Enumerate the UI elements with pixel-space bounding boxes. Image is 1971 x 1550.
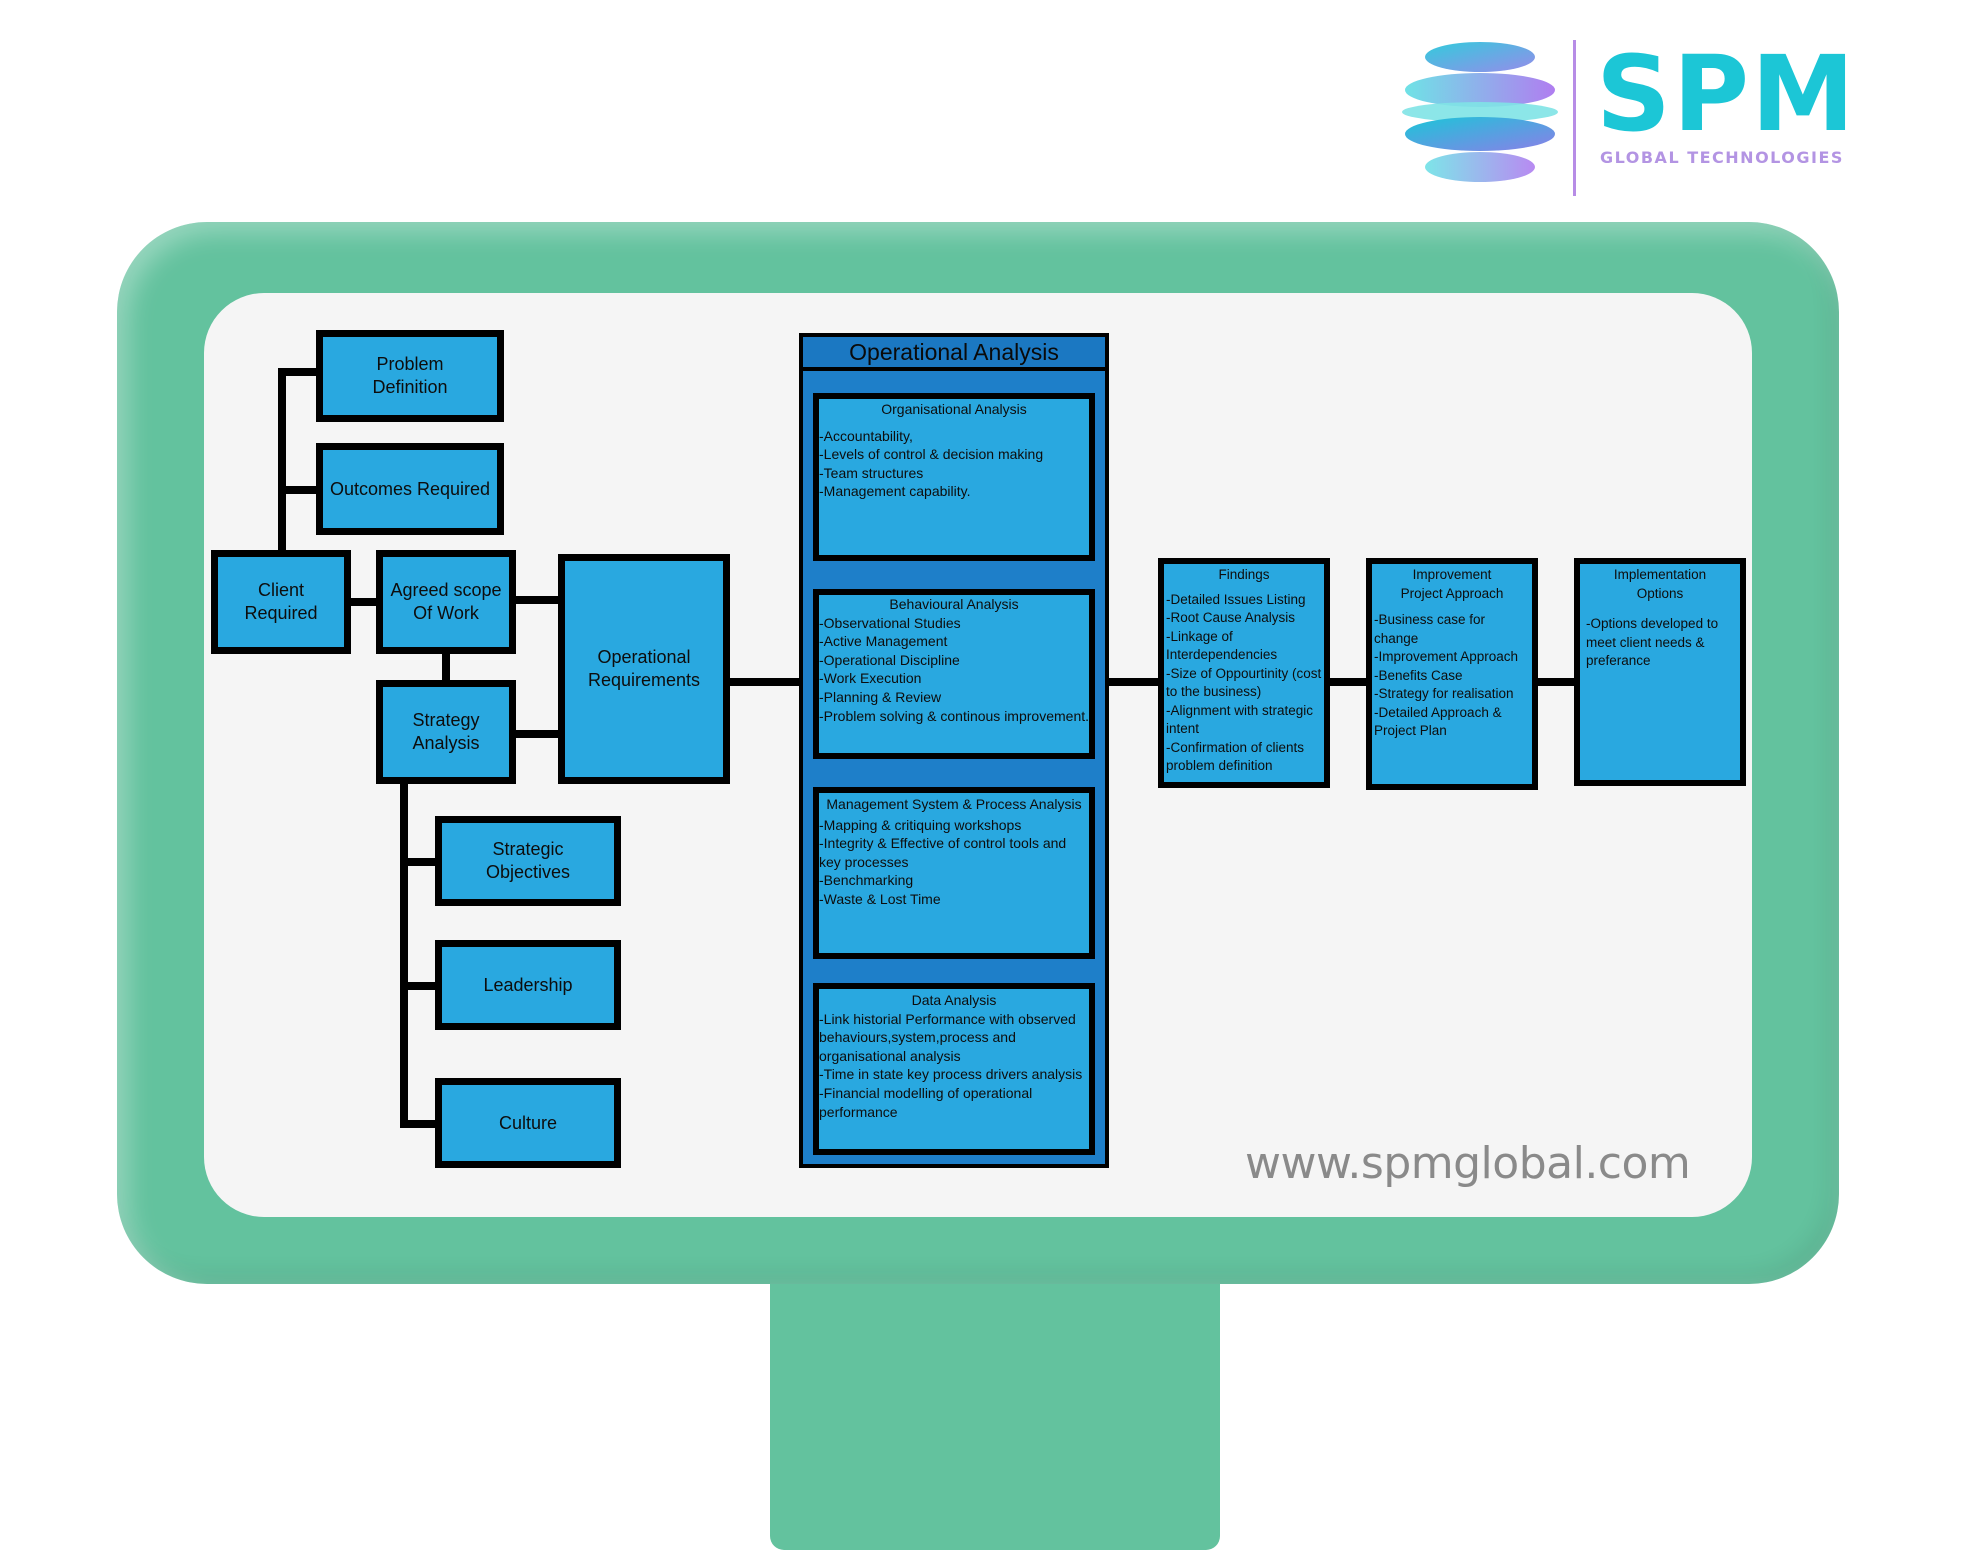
- problem-definition-box: Problem Definition: [316, 330, 504, 422]
- strategic-objectives-box: Strategic Objectives: [435, 816, 621, 906]
- panel-title: Behavioural Analysis: [819, 595, 1089, 614]
- panel-item: -Link historial Performance with observe…: [819, 1010, 1089, 1066]
- findings-title: Findings: [1166, 566, 1322, 585]
- improvement-item: -Business case for change: [1374, 611, 1530, 648]
- panel-title: Organisational Analysis: [819, 400, 1089, 419]
- data-analysis-panel: Data Analysis -Link historial Performanc…: [813, 983, 1095, 1155]
- website-url: www.spmglobal.com: [1245, 1138, 1690, 1189]
- panel-item: -Waste & Lost Time: [819, 890, 1089, 909]
- operational-analysis-container: Operational Analysis Organisational Anal…: [799, 333, 1109, 1168]
- findings-item: -Size of Oppourtinity (cost to the busin…: [1166, 665, 1322, 702]
- outcomes-required-label: Outcomes Required: [330, 478, 490, 501]
- operational-requirements-label: Operational Requirements: [588, 646, 700, 692]
- implementation-options-panel: Implementation Options -Options develope…: [1574, 558, 1746, 786]
- client-required-box: Client Required: [211, 550, 351, 654]
- management-system-process-panel: Management System & Process Analysis -Ma…: [813, 787, 1095, 959]
- strategy-analysis-box: Strategy Analysis: [376, 680, 516, 784]
- leadership-box: Leadership: [435, 940, 621, 1030]
- panel-item: -Levels of control & decision making: [819, 445, 1089, 464]
- panel-item: -Mapping & critiquing workshops: [819, 816, 1089, 835]
- operational-requirements-box: Operational Requirements: [558, 554, 730, 784]
- panel-item: -Benchmarking: [819, 871, 1089, 890]
- panel-item: -Financial modelling of operational perf…: [819, 1084, 1089, 1121]
- strategic-objectives-label: Strategic Objectives: [486, 838, 570, 884]
- implementation-title: Implementation Options: [1582, 566, 1738, 603]
- panel-item: -Time in state key process drivers analy…: [819, 1065, 1089, 1084]
- culture-label: Culture: [499, 1112, 557, 1135]
- implementation-item: -Options developed to meet client needs …: [1586, 615, 1738, 671]
- panel-item: -Team structures: [819, 464, 1089, 483]
- improvement-item: -Strategy for realisation: [1374, 685, 1530, 704]
- improvement-project-approach-panel: Improvement Project Approach -Business c…: [1366, 558, 1538, 790]
- panel-item: -Planning & Review: [819, 688, 1089, 707]
- findings-item: -Confirmation of clients problem definit…: [1166, 739, 1322, 776]
- improvement-title: Improvement Project Approach: [1374, 566, 1530, 603]
- panel-item: -Operational Discipline: [819, 651, 1089, 670]
- panel-item: -Integrity & Effective of control tools …: [819, 834, 1089, 871]
- panel-title: Management System & Process Analysis: [819, 795, 1089, 814]
- findings-item: -Root Cause Analysis: [1166, 609, 1322, 628]
- improvement-item: -Improvement Approach: [1374, 648, 1530, 667]
- findings-item: -Alignment with strategic intent: [1166, 702, 1322, 739]
- findings-item: -Linkage of Interdependencies: [1166, 628, 1322, 665]
- panel-item: -Active Management: [819, 632, 1089, 651]
- leadership-label: Leadership: [483, 974, 572, 997]
- panel-item: -Work Execution: [819, 669, 1089, 688]
- findings-panel: Findings -Detailed Issues Listing -Root …: [1158, 558, 1330, 788]
- organisational-analysis-panel: Organisational Analysis -Accountability,…: [813, 393, 1095, 561]
- problem-definition-label: Problem Definition: [372, 353, 447, 399]
- panel-item: -Problem solving & continous improvement…: [819, 707, 1089, 726]
- behavioural-analysis-panel: Behavioural Analysis -Observational Stud…: [813, 589, 1095, 759]
- panel-item: -Management capability.: [819, 482, 1089, 501]
- culture-box: Culture: [435, 1078, 621, 1168]
- strategy-analysis-label: Strategy Analysis: [412, 709, 479, 755]
- panel-item: -Observational Studies: [819, 614, 1089, 633]
- agreed-scope-label: Agreed scope Of Work: [390, 579, 501, 625]
- operational-analysis-title: Operational Analysis: [803, 337, 1105, 371]
- improvement-item: -Benefits Case: [1374, 667, 1530, 686]
- improvement-item: -Detailed Approach & Project Plan: [1374, 704, 1530, 741]
- client-required-label: Client Required: [244, 579, 317, 625]
- outcomes-required-box: Outcomes Required: [316, 443, 504, 535]
- findings-item: -Detailed Issues Listing: [1166, 591, 1322, 610]
- panel-item: -Accountability,: [819, 427, 1089, 446]
- agreed-scope-box: Agreed scope Of Work: [376, 550, 516, 654]
- panel-title: Data Analysis: [819, 991, 1089, 1010]
